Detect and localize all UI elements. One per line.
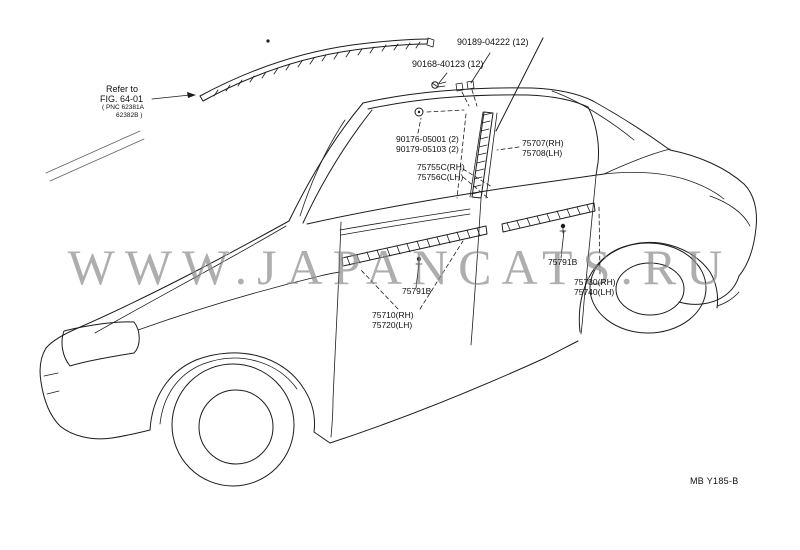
clip-icon — [455, 80, 475, 92]
roof-clip-dot-icon — [266, 39, 270, 43]
front-door-moulding-hatching — [346, 227, 481, 266]
label-screw-90168: 90168-40123 (12) — [412, 59, 484, 69]
rear-door-moulding — [501, 202, 596, 233]
grommet-icon — [414, 107, 424, 117]
label-pillar-75707: 75707(RH) 75708(LH) — [522, 138, 564, 158]
roof-moulding-hatching — [213, 41, 421, 97]
front-wheel — [171, 363, 295, 487]
refer-note-line: ( PNC 62381A — [102, 104, 144, 111]
refer-note: Refer to FIG. 64-01 ( PNC 62381A 62382B … — [100, 84, 144, 119]
rear-wheel — [589, 242, 707, 334]
headlight — [61, 321, 140, 367]
moulding-clip-rear-icon — [559, 223, 567, 234]
label-clip-90189: 90189-04222 (12) — [457, 37, 529, 47]
front-door-moulding — [341, 225, 488, 267]
label-line: 90176-05001 (2) — [396, 134, 459, 144]
label-line: 75710(RH) — [372, 310, 414, 320]
label-line: 75740(LH) — [574, 286, 615, 297]
rear-door-moulding-hatching — [506, 204, 591, 231]
belt-moulding — [339, 208, 471, 236]
refer-note-line: 62382B ) — [116, 111, 143, 119]
label-line: 75755C(RH) — [417, 162, 465, 172]
screw-icon — [431, 81, 447, 89]
dashed-leader-lines — [360, 89, 601, 310]
label-line: 75707(RH) — [522, 138, 564, 148]
label-clip-75791B-rear: 75791B — [548, 257, 578, 267]
fastener-icons — [414, 80, 567, 267]
red-highlight-line — [495, 37, 544, 132]
label-line: 75756C(LH) — [417, 171, 464, 182]
label-line: 90179-05103 (2) — [396, 143, 459, 154]
car-body-outline — [39, 87, 757, 444]
label-line: 75720(LH) — [372, 319, 413, 330]
background-lines — [45, 130, 145, 182]
label-belt-75755C: 75755C(RH) 75756C(LH) — [417, 162, 465, 182]
label-line: 75708(LH) — [522, 147, 563, 158]
label-clip-75791B-front: 75791B — [402, 286, 432, 296]
figure-code: MB Y185-B — [690, 476, 739, 486]
label-grommet-90176: 90176-05001 (2) 90179-05103 (2) — [396, 134, 459, 154]
b-pillar-moulding — [469, 111, 498, 199]
refer-note-line: FIG. 64-01 — [100, 94, 144, 104]
refer-note-line: Refer to — [106, 84, 139, 94]
label-rear-door-75730: 75730(RH) 75740(LH) — [574, 277, 616, 297]
label-front-door-75710: 75710(RH) 75720(LH) — [372, 310, 414, 330]
leader-lines — [151, 52, 565, 289]
refer-arrowhead-icon — [187, 92, 196, 98]
roof-moulding-part — [199, 37, 435, 102]
label-line: 75730(RH) — [574, 277, 616, 287]
